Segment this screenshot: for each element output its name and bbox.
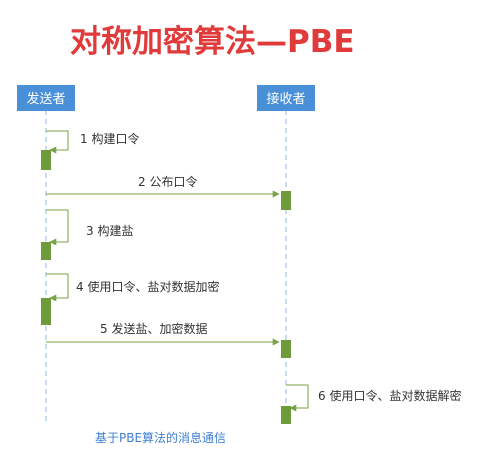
message-6: 6 使用口令、盐对数据解密 bbox=[281, 384, 461, 424]
activation-5 bbox=[281, 340, 291, 358]
message-6-label: 6 使用口令、盐对数据解密 bbox=[318, 388, 461, 403]
message-5: 5 发送盐、加密数据 bbox=[46, 321, 291, 358]
message-2-label: 2 公布口令 bbox=[138, 174, 197, 189]
message-3: 3 构建盐 bbox=[41, 209, 133, 260]
message-3-arrow bbox=[46, 209, 69, 246]
message-1-label: 1 构建口令 bbox=[80, 131, 139, 146]
actor-sender: 发送者 bbox=[17, 85, 75, 111]
actor-sender-label: 发送者 bbox=[26, 91, 65, 107]
activation-6 bbox=[281, 406, 291, 424]
message-4-label: 4 使用口令、盐对数据加密 bbox=[76, 279, 219, 294]
actor-receiver: 接收者 bbox=[257, 85, 315, 111]
actor-receiver-box bbox=[257, 85, 315, 111]
activation-3 bbox=[41, 242, 51, 260]
actor-receiver-label: 接收者 bbox=[266, 91, 305, 107]
message-1: 1 构建口令 bbox=[41, 130, 139, 170]
actor-sender-box bbox=[17, 85, 75, 111]
message-6-arrow bbox=[286, 384, 309, 412]
message-5-label: 5 发送盐、加密数据 bbox=[100, 321, 207, 336]
activation-1 bbox=[41, 150, 51, 170]
message-1-arrow bbox=[46, 130, 69, 154]
message-2: 2 公布口令 bbox=[46, 174, 291, 210]
activation-2 bbox=[281, 191, 291, 210]
message-4-arrow bbox=[46, 273, 69, 302]
message-4: 4 使用口令、盐对数据加密 bbox=[41, 273, 219, 325]
activation-4 bbox=[41, 298, 51, 325]
diagram-title: 对称加密算法—PBE bbox=[70, 24, 355, 60]
diagram-caption: 基于PBE算法的消息通信 bbox=[95, 430, 226, 445]
message-3-label: 3 构建盐 bbox=[86, 223, 133, 238]
